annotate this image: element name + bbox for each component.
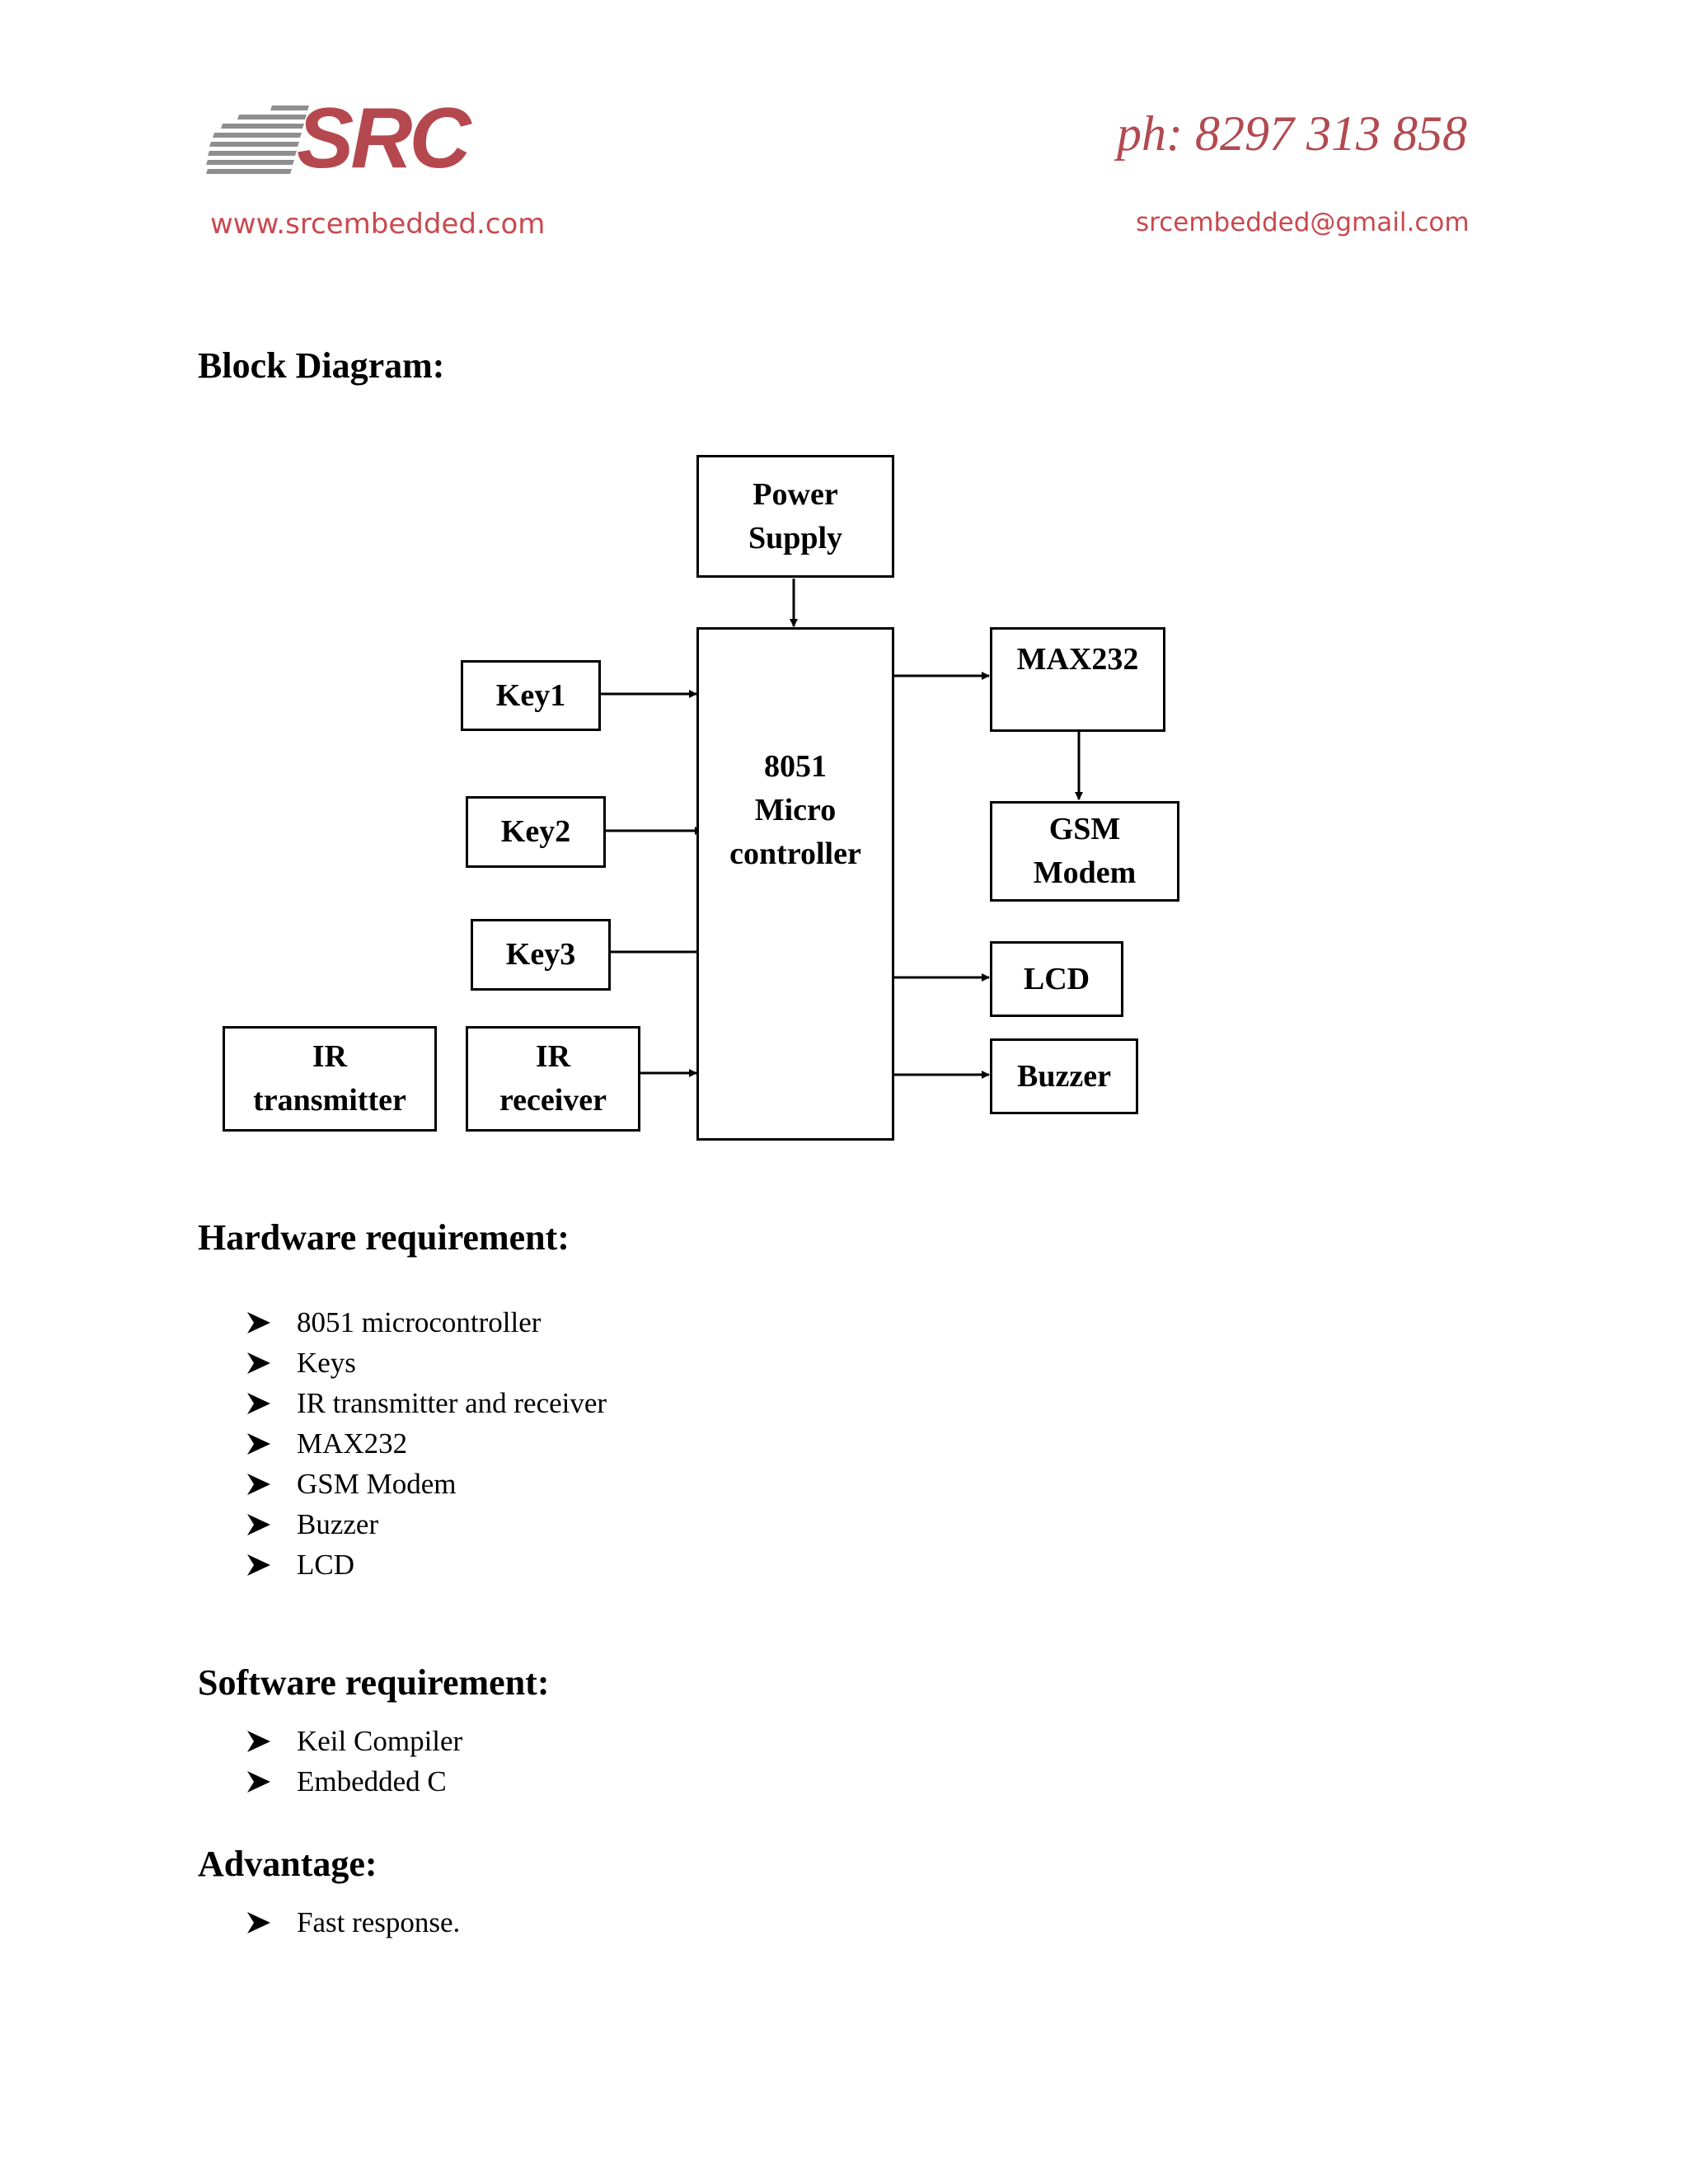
block-key1: Key1 <box>461 660 601 731</box>
block-lcd: LCD <box>990 941 1123 1017</box>
logo-text: SRC <box>297 91 471 186</box>
email-address[interactable]: srcembedded@gmail.com <box>1136 208 1470 237</box>
block-key2: Key2 <box>466 796 606 868</box>
block-max232: MAX232 <box>990 627 1165 732</box>
website-url[interactable]: www.srcembedded.com <box>210 208 546 241</box>
block-ir-receiver: IR receiver <box>466 1026 640 1132</box>
phone-number: ph: 8297 313 858 <box>1117 106 1467 161</box>
arrow-bullet-icon <box>247 1474 270 1495</box>
block-key3: Key3 <box>471 919 611 991</box>
software-heading: Software requirement: <box>198 1662 550 1703</box>
block-microcontroller: 8051 Micro controller <box>696 627 894 1141</box>
logo-stripes-icon <box>206 105 309 174</box>
arrow-bullet-icon <box>247 1352 270 1374</box>
arrow-bullet-icon <box>247 1912 270 1933</box>
arrow-bullet-icon <box>247 1771 270 1793</box>
block-ir-transmitter: IR transmitter <box>223 1026 437 1132</box>
block-gsm-modem: GSM Modem <box>990 801 1179 902</box>
advantage-heading: Advantage: <box>198 1844 377 1884</box>
arrow-bullet-icon <box>247 1393 270 1414</box>
arrow-bullet-icon <box>247 1514 270 1535</box>
company-logo: SRC <box>206 91 471 186</box>
block-power-supply: Power Supply <box>696 455 894 578</box>
hardware-heading: Hardware requirement: <box>198 1217 570 1258</box>
arrow-bullet-icon <box>247 1312 270 1333</box>
block-buzzer: Buzzer <box>990 1038 1138 1114</box>
arrow-bullet-icon <box>247 1433 270 1455</box>
block-diagram-heading: Block Diagram: <box>198 345 445 386</box>
arrow-bullet-icon <box>247 1731 270 1752</box>
arrow-bullet-icon <box>247 1554 270 1576</box>
